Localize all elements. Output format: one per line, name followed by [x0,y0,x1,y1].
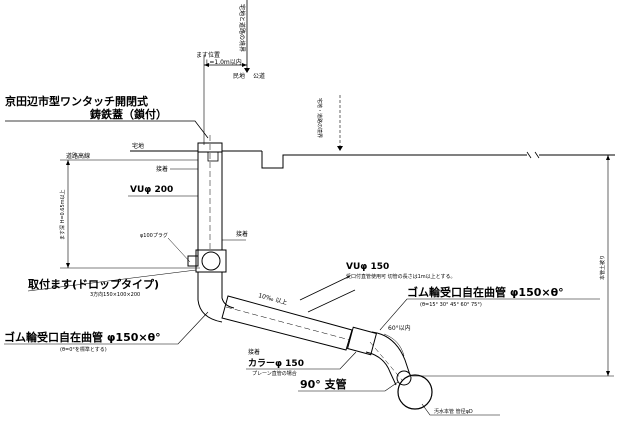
basin-position-label: ます位置 [196,51,220,59]
collar-label: カラーφ 150 [248,358,304,369]
sloped-pipe-center [225,306,351,341]
plug-label: φ100プラグ [140,232,168,239]
adhesive-label-mid: 接着 [236,230,248,238]
vu150-note: 受口付直管使用可 切管の長さは1m以上とする。 [346,273,456,280]
main-pipe-label: 汚水本管 管径φD [434,408,473,415]
cover-leader [5,120,209,139]
dimension-arrow-left [204,63,209,67]
drop-basin-outlet [201,251,221,271]
main-pipe-leader [421,403,500,416]
rubber-bend-left-leader [4,311,209,345]
private-land-label: 民地 [233,72,245,80]
plug [187,255,199,267]
rubber-bend-right-label: ゴム輪受口自在曲管 φ150×θ° [407,285,564,299]
vu150-pipe-a [299,275,351,301]
main-depth-label: 本管土被り [599,255,606,280]
vu200-label: VUφ 200 [130,185,173,195]
road-surface-break2 [534,151,540,159]
basin-depth-label: ます深 H=0.65m以上 [59,189,66,240]
basin-type-label: 取付ます(ドロップタイプ) [28,277,159,291]
elbow-right [365,331,411,386]
cover-inner [207,151,219,162]
depth-arrow-top [66,160,70,165]
public-road-label: 公道 [253,72,265,80]
angle-arc [383,333,405,357]
rubber-bend-left-label: ゴム輪受口自在曲管 φ150×θ° [4,330,161,344]
adhesive-label-bottom: 接着 [248,348,260,356]
cover-title-line1: 京田辺市型ワンタッチ開閉式 [5,94,148,108]
main-depth-arrow-bottom [606,371,610,376]
rubber-bend-right-note: (θ=15° 30° 45° 60° 75°) [420,302,482,308]
branch-leader [298,381,399,392]
vu150-label: VUφ 150 [346,262,389,272]
rubber-bend-left-note: (θ=0°を標準とする) [60,346,107,353]
slope-label: 10‰ 以上 [257,291,288,306]
collar-note: プレーン直管の場合 [252,370,297,377]
road-surface-label: 道路高線 [66,152,90,160]
main-depth-arrow-top [606,155,610,160]
road-surface-break1 [526,151,532,159]
plug-leader [167,237,191,263]
boundary-label: 宅地と道路の境界 [238,4,246,52]
road-boundary-label: 宅地・道路の境界 [316,98,323,138]
branch-label: 90° 支管 [300,377,347,391]
vu150-pipe-b [307,289,356,313]
curb [261,151,340,169]
basin-type-leader [27,269,197,292]
main-sewer-pipe [397,374,433,410]
basin-size-label: 3方向150×100×200 [90,291,140,298]
dimension-arrow-right [242,63,247,67]
branch-socket [396,370,412,386]
road-boundary-arrow [337,146,343,151]
elbow-left [197,272,235,323]
sloped-pipe-upper [221,295,353,351]
boundary-arrow [244,68,250,73]
elbow-right-center [369,341,403,381]
collar-leader [246,351,357,370]
collar [346,326,378,356]
rubber-bend-right-leader [379,298,600,331]
depth-arrow-bottom [66,263,70,268]
residential-label: 宅地 [132,142,144,150]
adhesive-label-top: 接着 [156,165,168,173]
cover-title-line2: 鋳鉄蓋（鎖付） [89,107,167,121]
basin-distance-label: L=1.0m以内 [206,58,242,66]
angle-label: 60°以内 [388,324,411,332]
drop-basin [195,249,227,273]
